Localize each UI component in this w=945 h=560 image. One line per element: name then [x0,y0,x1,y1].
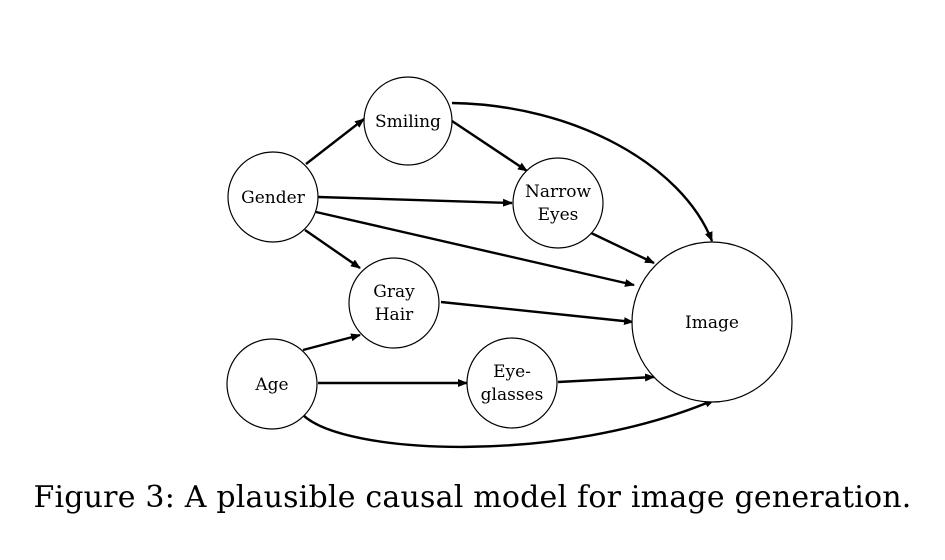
node-label: Image [685,313,739,333]
edge-narrow-eyes-to-image [588,230,655,265]
node-label-line-1: Eye- [493,362,531,382]
causal-model-diagram: Smiling Gender Narrow Eyes Gray Hair Age… [226,76,793,449]
node-eyeglasses: Eye- glasses [466,337,558,429]
edge-gender-to-smiling [305,118,365,165]
edge-gray-hair-to-image [440,300,634,326]
node-label: Smiling [375,112,441,132]
node-label: Age [254,375,288,395]
edge-age-to-image [302,398,715,449]
edge-smiling-to-narrow-eyes [451,120,528,172]
edge-eyeglasses-to-image [557,373,655,384]
node-gray-hair: Gray Hair [348,257,440,349]
figure-caption: Figure 3: A plausible causal model for i… [33,480,912,515]
node-narrow-eyes: Narrow Eyes [512,157,604,249]
node-label-line-1: Gray [373,282,415,302]
edge-gender-to-gray-hair [304,229,361,269]
node-label-line-2: Hair [375,305,414,325]
node-label-line-1: Narrow [525,182,591,202]
edge-gender-to-image [315,210,635,287]
node-gender: Gender [227,151,319,243]
node-smiling: Smiling [363,76,453,166]
node-age: Age [226,338,318,430]
edge-gender-to-narrow-eyes [317,195,513,207]
edges-group [302,101,715,449]
node-label: Gender [241,188,306,208]
node-image: Image [631,241,793,403]
node-label-line-2: Eyes [538,205,579,225]
edge-smiling-to-image [451,101,714,242]
edge-age-to-gray-hair [302,333,361,352]
node-label-line-2: glasses [481,385,544,405]
